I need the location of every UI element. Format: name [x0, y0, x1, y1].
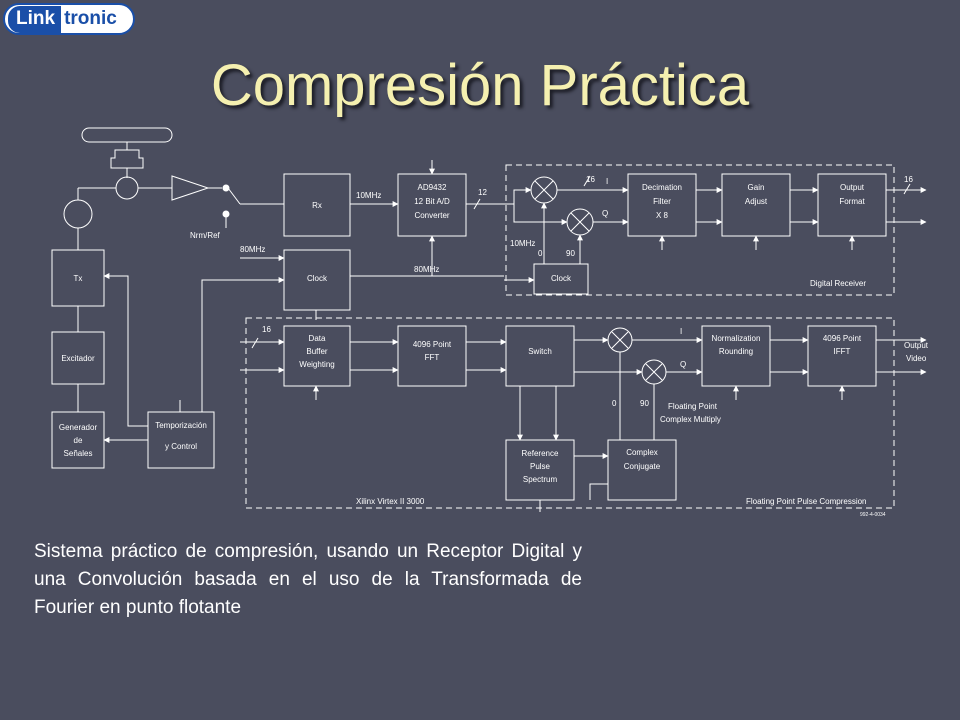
reference-label-3: Spectrum: [523, 475, 558, 484]
i-bot-label: I: [680, 327, 682, 336]
reference-label-2: Pulse: [530, 462, 551, 471]
rotary-joint-icon: [115, 176, 139, 200]
nrm-ref-label: Nrm/Ref: [190, 231, 221, 240]
q-bot-label: Q: [680, 360, 686, 369]
excitador-label: Excitador: [61, 354, 95, 363]
figure-code-label: 992-4-0034: [860, 512, 886, 518]
switch-block: [505, 325, 575, 387]
antenna-icon: [81, 127, 173, 143]
switch-label: Switch: [528, 347, 552, 356]
ifft-label-1: 4096 Point: [823, 334, 862, 343]
q-top-label: Q: [602, 209, 608, 218]
normalization-label-1: Normalization: [712, 334, 761, 343]
mhz80-b-label: 80MHz: [414, 265, 439, 274]
slide-title: Compresión Práctica: [210, 53, 750, 118]
decimation-label-3: X 8: [656, 211, 669, 220]
normalization-label-2: Rounding: [719, 347, 753, 356]
bits12-label: 12: [478, 188, 487, 197]
ninety-top-label: 90: [566, 249, 575, 258]
clock-dr-label: Clock: [551, 274, 572, 283]
rx-block: [283, 173, 351, 237]
fppc-label: Floating Point Pulse Compression: [746, 497, 867, 506]
mhz80-a-label: 80MHz: [240, 245, 265, 254]
rx-label: Rx: [312, 201, 322, 210]
temporizacion-label-1: Temporización: [155, 421, 207, 430]
generador-label-1: Generador: [59, 423, 98, 432]
zero-top-label: 0: [538, 249, 543, 258]
data-buffer-label-3: Weighting: [299, 360, 334, 369]
decimation-label-2: Filter: [653, 197, 671, 206]
data-buffer-label-2: Buffer: [306, 347, 328, 356]
mhz10-a-label: 10MHz: [356, 191, 381, 200]
gain-label-2: Adjust: [745, 197, 768, 206]
xilinx-label: Xilinx Virtex II 3000: [356, 497, 425, 506]
fft-label-2: FFT: [425, 353, 440, 362]
i-top-label: I: [606, 177, 608, 186]
conjugate-block: [607, 439, 677, 501]
fft-block: [397, 325, 467, 387]
bits16-a-label: 16: [586, 175, 595, 184]
pulse-compression-boundary: [245, 317, 895, 509]
digital-receiver-boundary: [505, 164, 895, 296]
clock-main-label: Clock: [307, 274, 328, 283]
reference-label-1: Reference: [522, 449, 559, 458]
floating-point-label-2: Complex Multiply: [660, 415, 721, 424]
logo-link-text: Link: [8, 5, 62, 33]
output-format-label-1: Output: [840, 183, 865, 192]
nrm-ref-switch: [227, 187, 241, 205]
output-video-label-2: Video: [906, 354, 927, 363]
circulator-icon: [63, 199, 93, 229]
mhz10-b-label: 10MHz: [510, 239, 535, 248]
amplifier-icon: [171, 175, 210, 201]
temporizacion-label-2: y Control: [165, 442, 197, 451]
zero-bot-label: 0: [612, 399, 617, 408]
decimation-label-1: Decimation: [642, 183, 682, 192]
bits16-b-label: 16: [904, 175, 913, 184]
digital-receiver-label: Digital Receiver: [810, 279, 866, 288]
ifft-label-2: IFFT: [834, 347, 851, 356]
fft-label-1: 4096 Point: [413, 340, 452, 349]
ninety-bot-label: 90: [640, 399, 649, 408]
floating-point-label-1: Floating Point: [668, 402, 718, 411]
conjugate-label-1: Complex: [626, 448, 658, 457]
output-video-label-1: Output: [904, 341, 929, 350]
bits16-c-label: 16: [262, 325, 271, 334]
conjugate-label-2: Conjugate: [624, 462, 661, 471]
data-buffer-label-1: Data: [309, 334, 326, 343]
adc-label-1: AD9432: [418, 183, 447, 192]
adc-label-3: Converter: [414, 211, 449, 220]
logo-tronic-text: tronic: [64, 8, 117, 29]
tx-label: Tx: [74, 274, 83, 283]
gain-label-1: Gain: [748, 183, 765, 192]
adc-label-2: 12 Bit A/D: [414, 197, 450, 206]
slide-caption: Sistema práctico de compresión, usando u…: [34, 541, 582, 618]
output-format-label-2: Format: [839, 197, 865, 206]
generador-label-3: Señales: [64, 449, 93, 458]
generador-label-2: de: [74, 436, 83, 445]
